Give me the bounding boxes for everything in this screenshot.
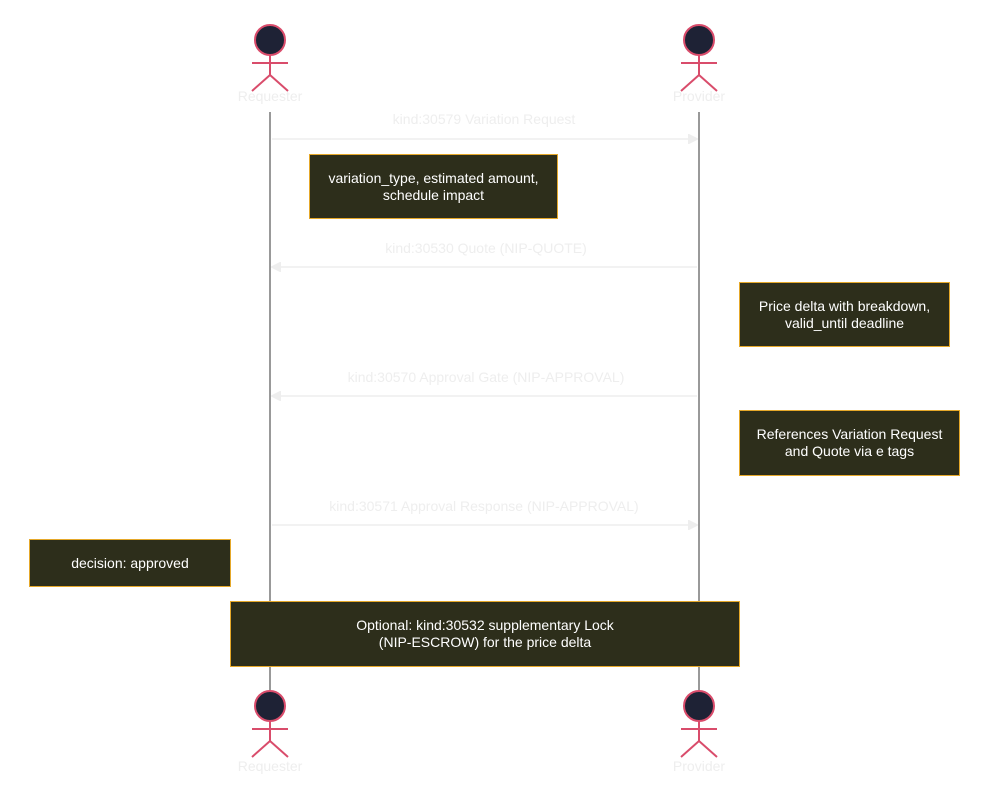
provider-actor-bottom: Provider: [673, 690, 725, 774]
message-approval-response: kind:30571 Approval Response (NIP-APPROV…: [272, 498, 697, 525]
note-variation-details: variation_type, estimated amount, schedu…: [309, 154, 558, 219]
message-label: kind:30530 Quote (NIP-QUOTE): [385, 240, 587, 256]
requester-label-top: Requester: [238, 88, 303, 104]
message-variation-request: kind:30579 Variation Request: [272, 111, 697, 139]
note-decision: decision: approved: [29, 539, 231, 587]
note-optional-lock: Optional: kind:30532 supplementary Lock …: [230, 601, 740, 667]
note-references: References Variation Request and Quote v…: [739, 410, 960, 476]
requester-actor-bottom: Requester: [238, 690, 303, 774]
provider-label-top: Provider: [673, 88, 725, 104]
message-label: kind:30570 Approval Gate (NIP-APPROVAL): [348, 369, 625, 385]
provider-actor-top: Provider: [673, 24, 725, 104]
message-label: kind:30579 Variation Request: [393, 111, 576, 127]
requester-actor-top: Requester: [238, 24, 303, 104]
provider-label-bottom: Provider: [673, 758, 725, 774]
note-price-delta: Price delta with breakdown, valid_until …: [739, 282, 950, 347]
message-label: kind:30571 Approval Response (NIP-APPROV…: [329, 498, 638, 514]
message-quote: kind:30530 Quote (NIP-QUOTE): [272, 240, 697, 267]
requester-label-bottom: Requester: [238, 758, 303, 774]
message-approval-gate: kind:30570 Approval Gate (NIP-APPROVAL): [272, 369, 697, 396]
